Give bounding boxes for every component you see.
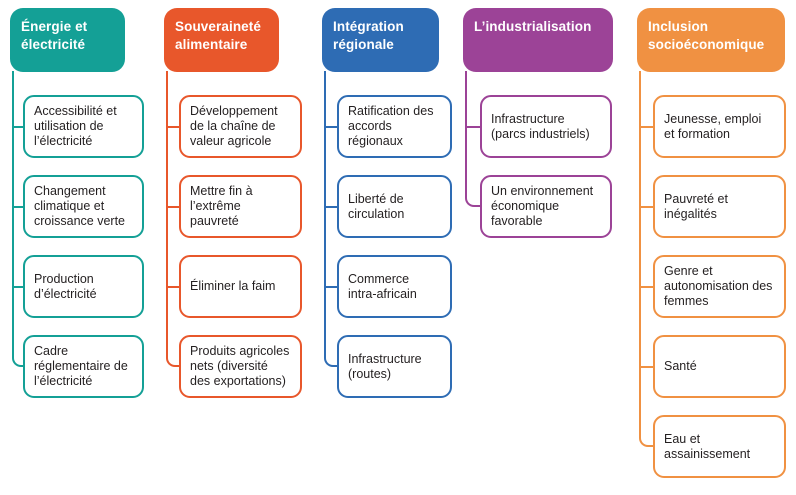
pillar-item: Mettre fin à l’extrême pauvreté [167,175,302,238]
pillar-item: Accessibilité et utilisation de l’électr… [13,95,144,158]
connector-trunk [639,71,653,447]
pillar-item: Liberté de circulation [325,175,452,238]
pillar-item: Production d’électricité [13,255,144,318]
pillar-item: Développement de la chaîne de valeur agr… [167,95,302,158]
pillar-items: Développement de la chaîne de valeur agr… [167,95,302,415]
pillar-column-souverainete-alimentaire: Souveraineté alimentaire Développement d… [164,8,302,398]
connector-trunk [324,71,337,367]
pillar-item: Infrastructure (parcs industriels) [466,95,612,158]
pillar-item: Éliminer la faim [167,255,302,318]
pillar-item: Pauvreté et inégalités [640,175,786,238]
pillar-item: Eau et assainissement [653,415,786,478]
pillar-column-energie: Énergie et électricité Accessibilité et … [10,8,144,398]
pillar-header-energie: Énergie et électricité [10,8,125,72]
connector-trunk [465,71,480,207]
pillar-items: Ratification des accords régionaux Liber… [325,95,452,415]
pillar-header-souverainete-alimentaire: Souveraineté alimentaire [164,8,279,72]
pillar-column-industrialisation: L’industrialisation Infrastructure (parc… [463,8,613,238]
pillar-items: Accessibilité et utilisation de l’électr… [13,95,144,415]
pillar-item: Cadre réglementaire de l’électricité [23,335,144,398]
pillar-item: Produits agricoles nets (diversité des e… [179,335,302,398]
pillar-item: Jeunesse, emploi et formation [640,95,786,158]
pillar-item: Commerce intra-africain [325,255,452,318]
pillar-item: Ratification des accords régionaux [325,95,452,158]
pillar-item: Santé [640,335,786,398]
pillar-header-inclusion-socioeconomique: Inclusion socioéconomique [637,8,785,72]
pillar-header-integration-regionale: Intégration régionale [322,8,439,72]
pillar-item: Un environnement économique favorable [480,175,612,238]
pillar-item: Infrastructure (routes) [337,335,452,398]
connector-trunk [166,71,179,367]
pillar-header-industrialisation: L’industrialisation [463,8,613,72]
pillar-item: Genre et autonomisation des femmes [640,255,786,318]
pillar-item: Changement climatique et croissance vert… [13,175,144,238]
connector-trunk [12,71,23,367]
pillar-items: Infrastructure (parcs industriels) Un en… [466,95,612,255]
pillar-items: Jeunesse, emploi et formation Pauvreté e… [640,95,786,495]
pillar-column-inclusion-socioeconomique: Inclusion socioéconomique Jeunesse, empl… [637,8,786,478]
pillar-column-integration-regionale: Intégration régionale Ratification des a… [322,8,452,398]
